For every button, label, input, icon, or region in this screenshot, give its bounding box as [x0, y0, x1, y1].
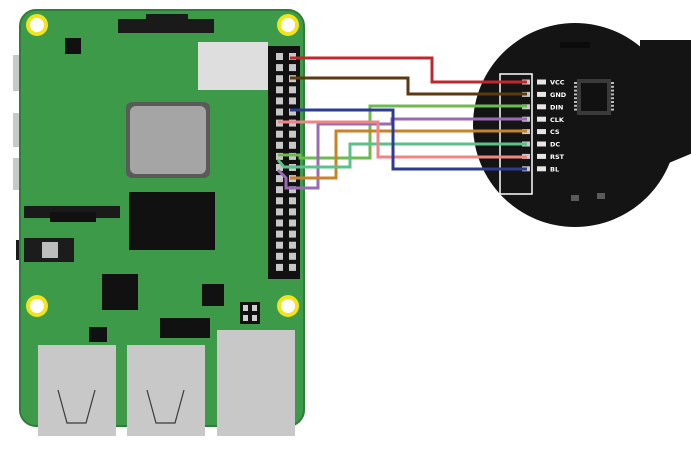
- chip-leg: [574, 85, 577, 88]
- chip-leg: [611, 97, 614, 100]
- gpio-header-body: [268, 46, 300, 279]
- display-pin-label-rst: RST: [550, 153, 565, 161]
- display-pin-marker: [537, 79, 546, 85]
- gpio-pin: [289, 141, 296, 149]
- chip-leg: [611, 108, 614, 111]
- display-pin-marker: [537, 91, 546, 97]
- raspberry-pi-board: [13, 9, 305, 436]
- soc-chip: [130, 106, 206, 174]
- gpio-pin: [289, 186, 296, 194]
- gpio-pin: [276, 208, 283, 216]
- gpio-pin: [289, 263, 296, 271]
- display-pin-marker: [537, 129, 546, 135]
- gpio-pin: [276, 241, 283, 249]
- gpio-pin: [289, 219, 296, 227]
- chip-leg: [611, 93, 614, 96]
- round-lcd-module: VCC GND DIN CLK CS DC RST BL: [473, 23, 691, 227]
- gpio-pin: [276, 97, 283, 105]
- display-pin-label-gnd: GND: [550, 91, 567, 99]
- gpio-pin: [276, 53, 283, 60]
- small-chip: [65, 38, 81, 54]
- gpio-pin: [276, 175, 283, 183]
- gpio-pin: [276, 141, 283, 149]
- chip-leg: [574, 104, 577, 107]
- gpio-pin: [276, 86, 283, 94]
- tiny-chip: [89, 327, 107, 342]
- wire-dc: [276, 142, 527, 169]
- ethernet-port: [217, 330, 295, 436]
- gpio-pin: [289, 108, 296, 116]
- gpio-pin: [289, 130, 296, 138]
- wire-cs: [290, 129, 527, 180]
- display-pin-label-bl: BL: [550, 165, 559, 173]
- gpio-pin: [289, 241, 296, 249]
- display-pin-labels: VCC GND DIN CLK CS DC RST BL: [550, 79, 567, 174]
- ram-chip: [129, 192, 215, 250]
- gpio-pin: [276, 186, 283, 194]
- wire-rst: [278, 120, 527, 159]
- display-pin-label-vcc: VCC: [550, 79, 565, 87]
- chip-leg: [574, 97, 577, 100]
- chip-leg: [611, 82, 614, 84]
- gpio-pin: [289, 230, 296, 238]
- display-smd-1: [571, 195, 579, 201]
- gpio-pin: [276, 164, 283, 171]
- usb-port-2: [127, 345, 205, 436]
- chip-leg: [611, 85, 614, 88]
- display-pin-label-clk: CLK: [550, 116, 565, 124]
- chip-leg: [611, 101, 614, 103]
- usb-port-1: [38, 345, 116, 436]
- gpio-pin: [276, 219, 283, 227]
- display-connector-outline: [499, 73, 533, 195]
- wire-bl: [290, 108, 527, 171]
- gpio-pin: [276, 108, 283, 116]
- gpio-pin: [289, 252, 296, 260]
- pmic-chip: [202, 284, 224, 306]
- gpio-pin: [289, 97, 296, 105]
- gpio-pin: [289, 86, 296, 94]
- chip-leg: [574, 101, 577, 103]
- display-smd-2: [597, 193, 605, 199]
- gpio-pin: [289, 64, 296, 72]
- usb-controller-chip: [102, 274, 138, 310]
- wiring: [276, 56, 527, 190]
- chip-leg: [574, 82, 577, 84]
- display-pin-marker: [537, 141, 546, 147]
- ethernet-controller: [160, 318, 210, 338]
- gpio-pin: [276, 197, 283, 205]
- display-pin-label-dc: DC: [550, 141, 560, 149]
- gpio-pin: [276, 75, 283, 83]
- chip-leg: [574, 89, 577, 92]
- chip-leg: [611, 89, 614, 92]
- gpio-pin: [276, 130, 283, 138]
- chip-leg: [574, 108, 577, 111]
- wire-vcc: [290, 56, 527, 84]
- gpio-pin: [289, 208, 296, 216]
- gpio-pin: [276, 252, 283, 260]
- chip-leg: [611, 104, 614, 107]
- chip-leg: [574, 93, 577, 96]
- top-connector: [118, 19, 214, 33]
- gpio-pin: [276, 230, 283, 238]
- display-pin-marker: [537, 166, 546, 172]
- gpio-pin: [289, 197, 296, 205]
- gpio-pin: [276, 263, 283, 271]
- gpio-header: [268, 46, 300, 279]
- wire-gnd: [290, 76, 527, 96]
- display-pin-label-din: DIN: [550, 103, 563, 111]
- display-pin-marker: [537, 153, 546, 159]
- display-pin-marker: [537, 116, 546, 122]
- display-pin-label-cs: CS: [550, 128, 560, 136]
- gpio-pin: [276, 64, 283, 72]
- wifi-module: [198, 42, 268, 90]
- display-pin-marker: [537, 104, 546, 110]
